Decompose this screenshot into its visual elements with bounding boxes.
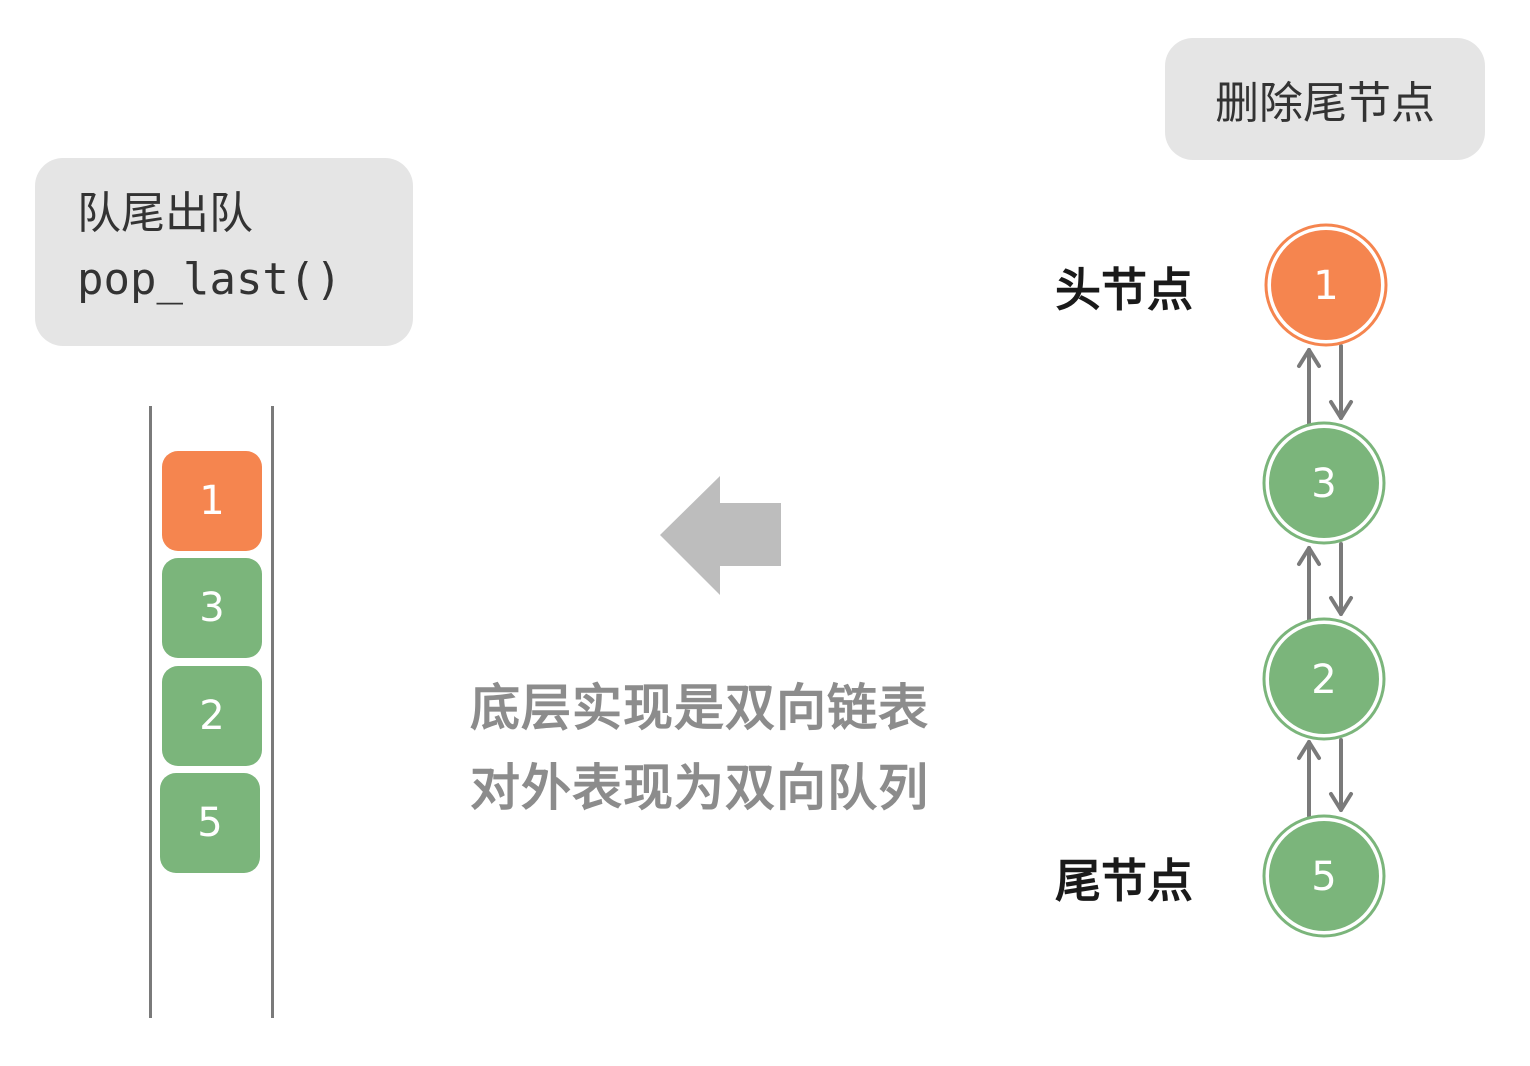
queue-operation-code: pop_last() bbox=[77, 254, 342, 305]
queue-cell-value: 1 bbox=[199, 478, 225, 524]
list-node: 3 bbox=[1262, 421, 1386, 545]
queue-cell: 1 bbox=[162, 451, 262, 551]
list-node: 1 bbox=[1264, 223, 1388, 347]
list-node: 2 bbox=[1262, 617, 1386, 741]
caption-line-1: 底层实现是双向链表 bbox=[470, 679, 929, 737]
queue-operation-title: 队尾出队 bbox=[77, 188, 253, 239]
link-next-head bbox=[1329, 400, 1353, 420]
queue-cell-value: 3 bbox=[199, 585, 225, 631]
list-node-value: 5 bbox=[1311, 854, 1336, 900]
list-operation-box: 删除尾节点 bbox=[1165, 38, 1485, 160]
list-node-value: 2 bbox=[1311, 657, 1336, 703]
queue-cell: 3 bbox=[162, 558, 262, 658]
head-node-label: 头节点 bbox=[1055, 263, 1193, 317]
list-node-value: 3 bbox=[1311, 461, 1336, 507]
queue-cell: 2 bbox=[162, 666, 262, 766]
queue-cell-value: 5 bbox=[197, 800, 223, 846]
link-next-head bbox=[1329, 792, 1353, 812]
tail-node-label: 尾节点 bbox=[1055, 854, 1193, 908]
link-prev-head bbox=[1297, 740, 1321, 760]
link-prev-head bbox=[1297, 348, 1321, 368]
queue-operation-box: 队尾出队 pop_last() bbox=[35, 158, 413, 346]
queue-rail-right bbox=[271, 406, 274, 1018]
list-node: 5 bbox=[1262, 814, 1386, 938]
queue-cell-value: 2 bbox=[199, 693, 225, 739]
list-node-value: 1 bbox=[1313, 263, 1338, 309]
caption: 底层实现是双向链表 对外表现为双向队列 bbox=[470, 668, 980, 828]
caption-line-2: 对外表现为双向队列 bbox=[470, 759, 929, 817]
link-prev-head bbox=[1297, 546, 1321, 566]
queue-rail-left bbox=[149, 406, 152, 1018]
transform-arrow-icon bbox=[660, 476, 781, 595]
link-next-head bbox=[1329, 596, 1353, 616]
queue-cell: 5 bbox=[160, 773, 260, 873]
list-operation-label: 删除尾节点 bbox=[1215, 78, 1435, 129]
